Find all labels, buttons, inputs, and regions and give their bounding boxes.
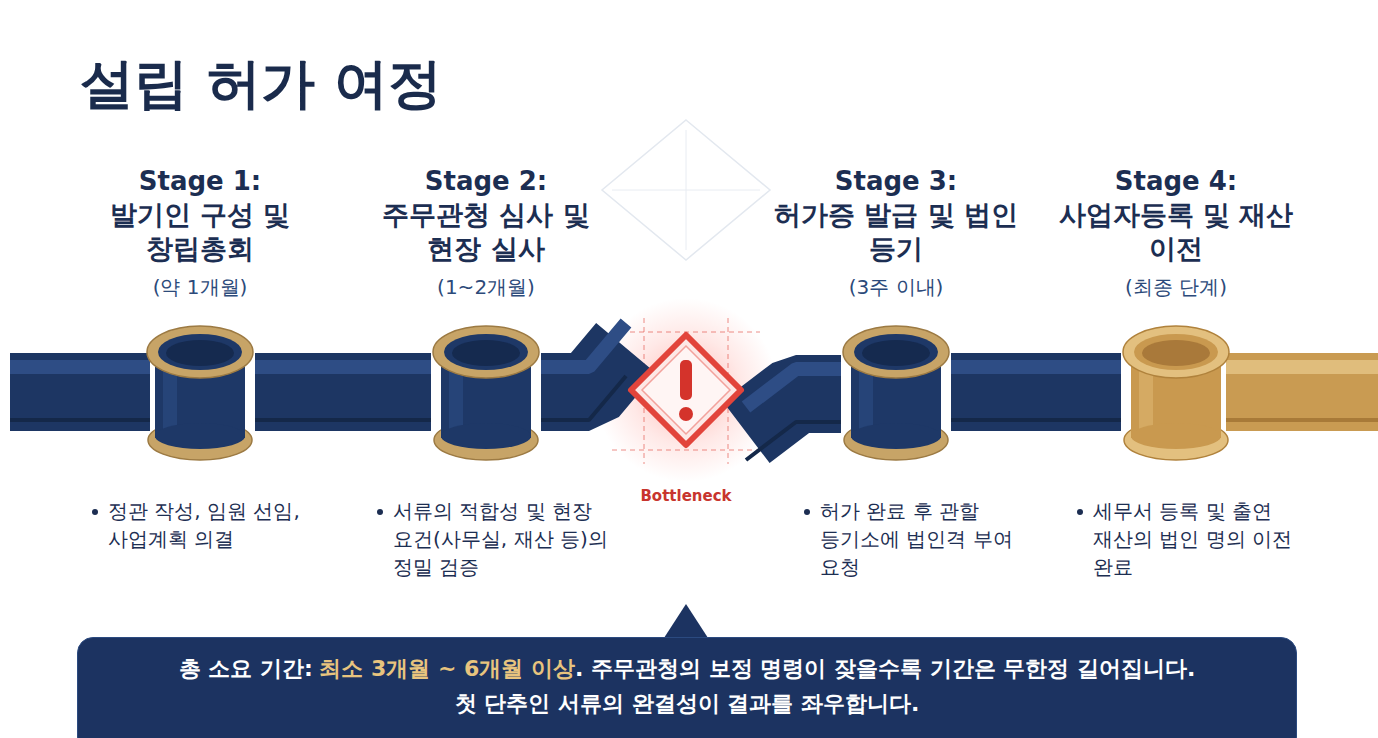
highlight-text: 최소 3개월 ~ 6개월 이상 [319, 656, 575, 681]
stage-duration: (약 1개월) [70, 274, 330, 300]
stage-title: 주무관청 심사 및 현장 실사 [356, 198, 616, 266]
stage-duration: (3주 이내) [766, 274, 1026, 300]
callout-line: 첫 단추인 서류의 완결성이 결과를 좌우합니다. [78, 686, 1296, 721]
stage-heading: Stage 4:사업자등록 및 재산 이전 (최종 단계) [1046, 165, 1306, 300]
coupling-cap [1131, 423, 1221, 449]
gold-pipe-segment [1226, 353, 1378, 431]
stage-number: Stage 4: [1046, 165, 1306, 198]
stage-title: 발기인 구성 및 창립총회 [70, 198, 330, 266]
stage-title: 사업자등록 및 재산 이전 [1046, 198, 1306, 266]
coupling-ring [854, 334, 938, 370]
bullet-dot [1077, 509, 1083, 515]
blueprint-frame [602, 120, 770, 260]
pipe-segment [10, 353, 150, 431]
stage-number: Stage 3: [766, 165, 1026, 198]
pipe-highlight [541, 323, 626, 367]
callout-text: 총 소요 기간: [179, 656, 313, 681]
stage-node: Stage 4:사업자등록 및 재산 이전(최종 단계)세무서 등록 및 출연 … [1121, 322, 1231, 462]
pipe-coupling [431, 322, 541, 462]
callout-text: . 주무관청의 보정 명령이 잦을수록 기간은 무한정 길어집니다. [575, 656, 1195, 681]
coupling-ring [1134, 334, 1218, 370]
bullet-item: 정관 작성, 임원 선임, 사업계획 의결 [92, 497, 336, 553]
bullet-item: 세무서 등록 및 출연 재산의 법인 명의 이전 완료 [1077, 497, 1315, 581]
stage-node: Stage 1:발기인 구성 및 창립총회(약 1개월)정관 작성, 임원 선임… [145, 322, 255, 462]
stage-duration: (최종 단계) [1046, 274, 1306, 300]
title-box: 설립 허가 여정 [80, 52, 442, 116]
bottleneck-label: Bottleneck [576, 486, 796, 506]
guide-line [612, 450, 760, 451]
pipe-shadow [10, 418, 150, 422]
stage-heading: Stage 2:주무관청 심사 및 현장 실사 (1~2개월) [356, 165, 616, 300]
pipe-body [951, 353, 1121, 431]
pipe-coupling [841, 322, 951, 462]
diamond-outline [631, 335, 741, 445]
pipe-body [255, 353, 431, 431]
stage-description: 허가 완료 후 관할 등기소에 법인격 부여 요청 [804, 497, 1048, 581]
callout-text: 첫 단추인 서류의 완결성이 결과를 좌우합니다. [455, 691, 920, 716]
bullet-item: 서류의 적합성 및 현장 요건(사무실, 재산 등)의 정밀 검증 [377, 497, 611, 581]
bullet-item: 허가 완료 후 관할 등기소에 법인격 부여 요청 [804, 497, 1048, 581]
bullet-dot [92, 509, 98, 515]
pipe-coupling [145, 322, 255, 462]
bullet-dot [377, 509, 383, 515]
coupling-flange [433, 326, 539, 378]
pipe-highlight [746, 369, 841, 407]
coupling-cap [441, 423, 531, 449]
coupling-ring [158, 334, 242, 370]
diamond-inner [642, 346, 730, 434]
summary-callout: 총 소요 기간:최소 3개월 ~ 6개월 이상. 주무관청의 보정 명령이 잦을… [77, 637, 1297, 738]
coupling-hole [166, 340, 234, 366]
pipe-connector [255, 367, 431, 420]
exclamation-dot [679, 407, 693, 421]
coupling-cap [851, 423, 941, 449]
pipe-shadow [541, 376, 626, 420]
gold-pipe-shadow [1226, 418, 1378, 422]
stage-description: 서류의 적합성 및 현장 요건(사무실, 재산 등)의 정밀 검증 [377, 497, 611, 581]
pipe-connector [951, 367, 1121, 420]
coupling-cap [155, 423, 245, 449]
bullet-text: 서류의 적합성 및 현장 요건(사무실, 재산 등)의 정밀 검증 [393, 497, 611, 581]
pipe-shadow [255, 418, 431, 422]
stage-description: 세무서 등록 및 출연 재산의 법인 명의 이전 완료 [1077, 497, 1315, 581]
stage-duration: (1~2개월) [356, 274, 616, 300]
coupling-hole [1142, 340, 1210, 366]
bottleneck-diamond: Bottleneck [626, 330, 746, 450]
stage-description: 정관 작성, 임원 선임, 사업계획 의결 [92, 497, 336, 553]
pipe-connector [541, 323, 626, 420]
stage-number: Stage 1: [70, 165, 330, 198]
gold-pipe-highlight [1226, 360, 1378, 374]
coupling-flange [147, 326, 253, 378]
coupling-hole [452, 340, 520, 366]
warning-label-box: Bottleneck [576, 486, 796, 506]
stage-heading: Stage 3:허가증 발급 및 법인 등기 (3주 이내) [766, 165, 1026, 300]
pipe-highlight [255, 360, 431, 374]
stage-node: Stage 2:주무관청 심사 및 현장 실사(1~2개월)서류의 적합성 및 … [431, 322, 541, 462]
bullet-text: 세무서 등록 및 출연 재산의 법인 명의 이전 완료 [1093, 497, 1315, 581]
blueprint-line [612, 190, 760, 191]
exclamation-bar [680, 360, 692, 400]
coupling-hole [862, 340, 930, 366]
bullet-text: 정관 작성, 임원 선임, 사업계획 의결 [108, 497, 336, 553]
warning-diamond [626, 330, 746, 450]
coupling-flange [843, 326, 949, 378]
pipe-shadow [951, 418, 1121, 422]
callout-pointer [662, 604, 710, 641]
stage-heading: Stage 1:발기인 구성 및 창립총회 (약 1개월) [70, 165, 330, 300]
callout-line: 총 소요 기간:최소 3개월 ~ 6개월 이상. 주무관청의 보정 명령이 잦을… [78, 651, 1296, 686]
pipe-connector [746, 369, 841, 460]
coupling-ring [444, 334, 528, 370]
bullet-text: 허가 완료 후 관할 등기소에 법인격 부여 요청 [820, 497, 1048, 581]
stage-number: Stage 2: [356, 165, 616, 198]
diagram-title: 설립 허가 여정 [80, 52, 442, 116]
stage-node: Stage 3:허가증 발급 및 법인 등기(3주 이내)허가 완료 후 관할 … [841, 322, 951, 462]
pipe-shadow [746, 422, 841, 460]
coupling-flange [1123, 326, 1229, 378]
bullet-dot [804, 509, 810, 515]
pipe-highlight [10, 360, 150, 374]
pipe-highlight [951, 360, 1121, 374]
pipe-coupling [1121, 322, 1231, 462]
stage-title: 허가증 발급 및 법인 등기 [766, 198, 1026, 266]
